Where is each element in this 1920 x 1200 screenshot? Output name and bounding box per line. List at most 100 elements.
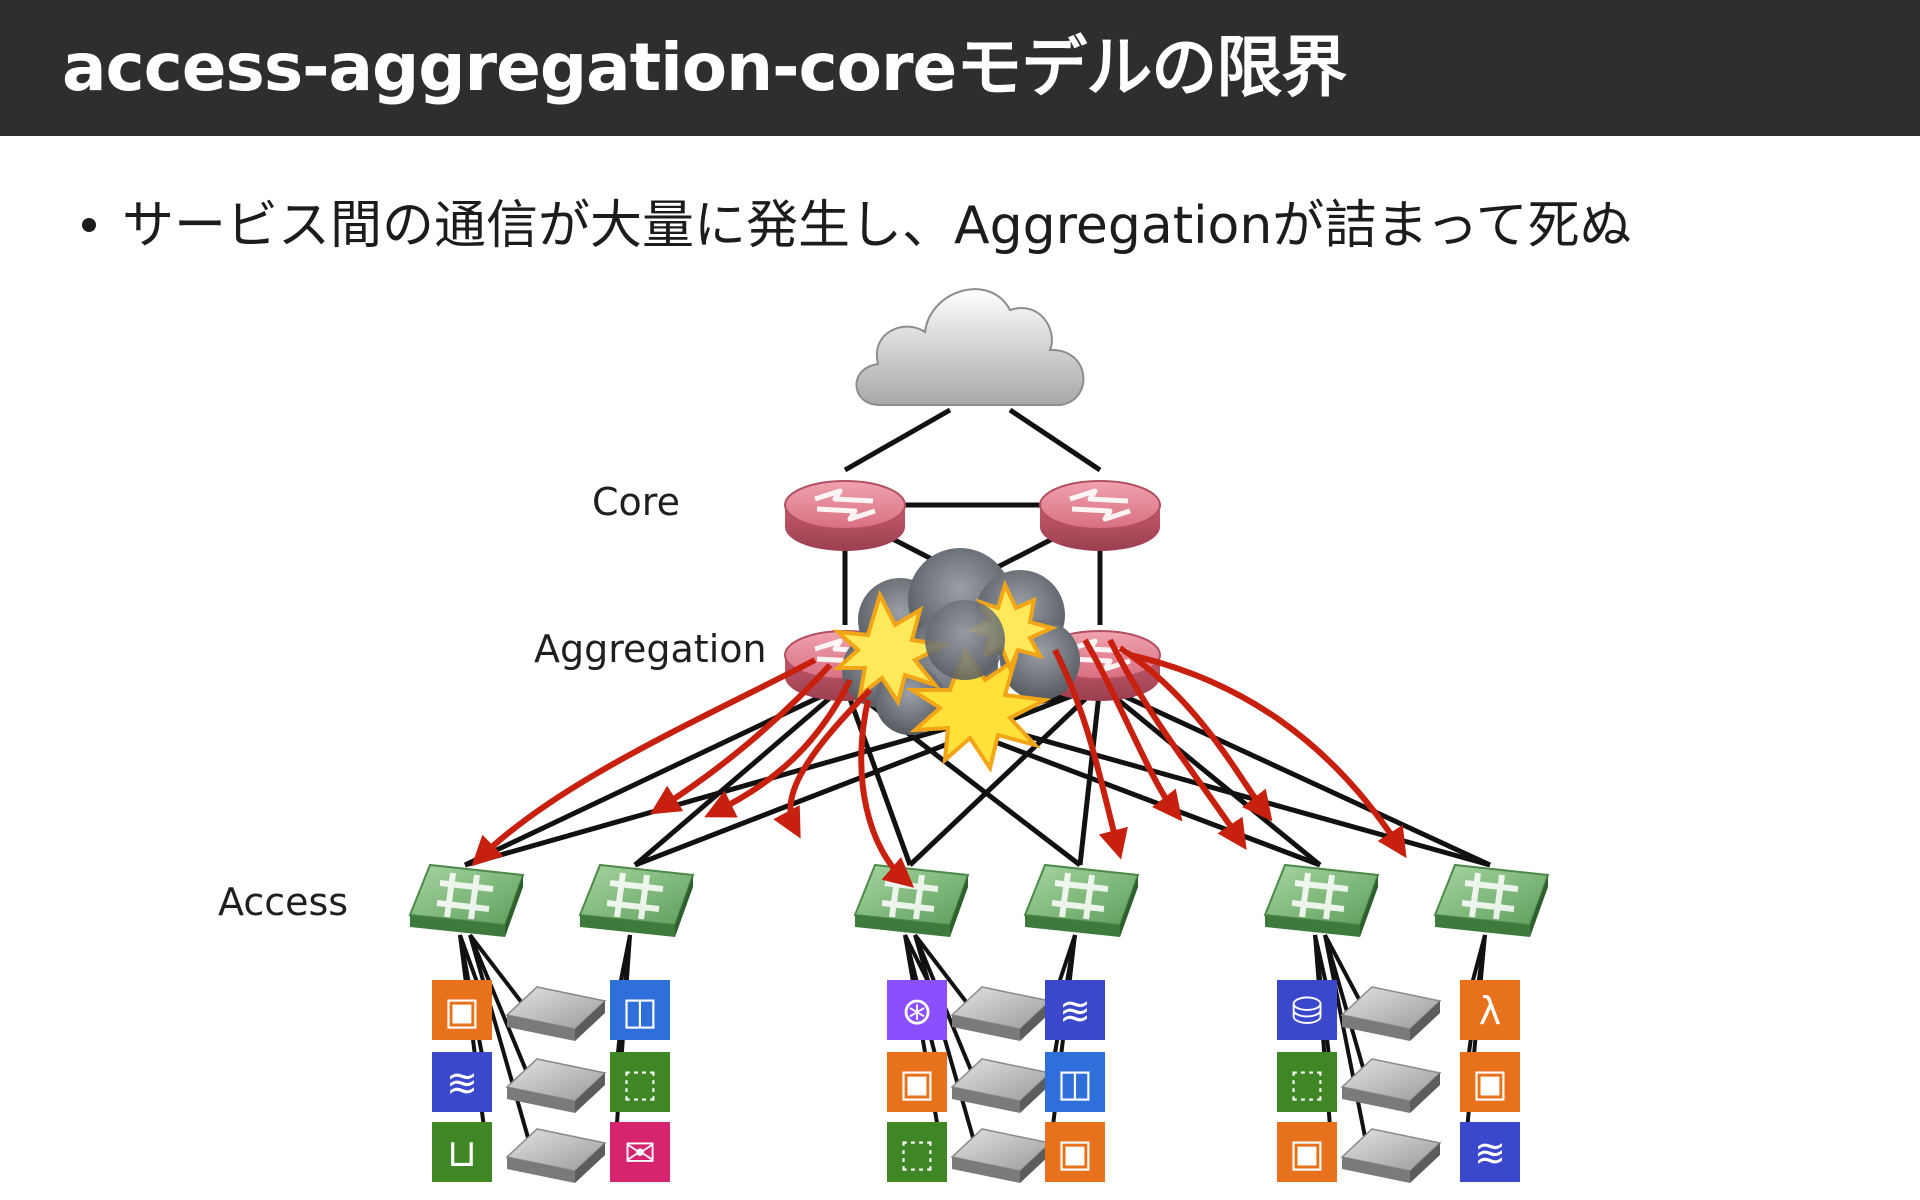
- svg-text:▣: ▣: [1472, 1061, 1508, 1105]
- traffic-arrow: [1118, 645, 1273, 822]
- rds-icon: ≋: [432, 1052, 492, 1112]
- server-icon: [1340, 1058, 1442, 1113]
- traffic-arrow: [858, 699, 915, 888]
- svg-text:⊛: ⊛: [901, 989, 933, 1033]
- ec2-icon: ▣: [1277, 1122, 1337, 1182]
- switch-host-link: [1323, 934, 1372, 1163]
- aggregation-access-link: [1098, 683, 1322, 867]
- traffic-arrow: [649, 662, 833, 815]
- access-switch-icon: [1433, 863, 1550, 937]
- aggregation-access-link: [1077, 684, 1103, 866]
- server-icon: [1340, 986, 1442, 1041]
- svg-text:▣: ▣: [1289, 1131, 1325, 1175]
- rds-icon: ≋: [1045, 980, 1105, 1040]
- efs-icon: ⬚: [1277, 1052, 1337, 1112]
- svg-text:⬚: ⬚: [622, 1061, 658, 1105]
- server-icon: [1340, 1128, 1442, 1183]
- svg-text:⛁: ⛁: [1291, 989, 1323, 1033]
- traffic-arrow: [1052, 648, 1128, 860]
- bullet-text: サービス間の通信が大量に発生し、Aggregationが詰まって死ぬ: [122, 196, 1632, 256]
- switch-host-link: [468, 934, 537, 1163]
- aggregation-access-link: [842, 684, 913, 866]
- server-icon: [505, 1128, 607, 1183]
- core-router-icon: [1039, 480, 1161, 551]
- ec2-icon: ▣: [887, 1052, 947, 1112]
- efs-icon: ⬚: [887, 1122, 947, 1182]
- internet-cloud-icon: [855, 288, 1085, 406]
- lambda-icon: λ: [1460, 980, 1520, 1040]
- cloud-core-link: [843, 407, 952, 473]
- slide-title: access-aggregation-coreモデルの限界: [62, 29, 1347, 106]
- svg-text:λ: λ: [1479, 989, 1502, 1033]
- switch-host-link: [903, 934, 944, 1153]
- aggregation-access-link: [908, 683, 1102, 867]
- core-router-icon: [784, 480, 906, 551]
- ec2-icon: ▣: [1460, 1052, 1520, 1112]
- host-groups: ▣ ≋ ⊔ ◫ ⬚ ✉ ⊛ ▣ ⬚ ≋ ◫ ▣ ⛁ ⬚ ▣ λ ▣ ≋: [432, 933, 1520, 1183]
- traffic-arrow: [471, 657, 817, 867]
- access-switch-icon: [408, 863, 525, 937]
- label-access: Access: [218, 880, 349, 924]
- svg-text:≋: ≋: [446, 1061, 478, 1105]
- cloud-core-link: [1008, 407, 1102, 473]
- sns-icon: ✉: [610, 1122, 670, 1182]
- ec2-icon: ▣: [1045, 1122, 1105, 1182]
- title-bar: access-aggregation-coreモデルの限界: [0, 0, 1920, 136]
- svg-text:⬚: ⬚: [1289, 1061, 1325, 1105]
- dynamodb-icon: ⛁: [1277, 980, 1337, 1040]
- svg-text:▣: ▣: [444, 989, 480, 1033]
- bullet-item: サービス間の通信が大量に発生し、Aggregationが詰まって死ぬ: [82, 190, 1632, 262]
- switch-host-link: [913, 934, 982, 1163]
- svg-text:◫: ◫: [622, 989, 658, 1033]
- efs-icon: ⬚: [610, 1052, 670, 1112]
- switch-host-link: [1463, 934, 1487, 1153]
- svg-text:⬚: ⬚: [899, 1131, 935, 1175]
- traffic-arrow: [704, 678, 853, 818]
- vpc-lattice-icon: ⊛: [887, 980, 947, 1040]
- ec2-icon: ▣: [432, 980, 492, 1040]
- label-aggregation: Aggregation: [534, 627, 767, 671]
- access-switch-icon: [1263, 863, 1380, 937]
- aggregation-access-link: [633, 683, 847, 867]
- rds-icon: ≋: [1460, 1122, 1520, 1182]
- label-core: Core: [592, 480, 680, 524]
- traffic-arrow: [773, 687, 873, 839]
- server-icon: [950, 986, 1052, 1041]
- switch-host-link: [613, 934, 632, 1153]
- host-group: ⊛ ▣ ⬚ ≋ ◫ ▣: [887, 933, 1105, 1183]
- network-nodes: [408, 480, 1550, 937]
- bullet-dot: [82, 218, 96, 232]
- aggregation-access-link: [1098, 682, 1492, 868]
- host-group: ⛁ ⬚ ▣ λ ▣ ≋: [1277, 934, 1520, 1183]
- traffic-arrow: [1129, 652, 1407, 859]
- access-switch-icon: [578, 863, 695, 937]
- switch-host-link: [1048, 934, 1077, 1153]
- ebs-icon: ◫: [1045, 1052, 1105, 1112]
- server-icon: [505, 986, 607, 1041]
- traffic-arrows: [471, 638, 1407, 888]
- server-icon: [950, 1128, 1052, 1183]
- host-group: ▣ ≋ ⊔ ◫ ⬚ ✉: [432, 933, 670, 1183]
- switch-host-link: [913, 934, 982, 1093]
- svg-text:≋: ≋: [1059, 989, 1091, 1033]
- congestion-explosion-icon: [832, 548, 1080, 773]
- s3-bucket-icon: ⊔: [432, 1122, 492, 1182]
- server-icon: [505, 1058, 607, 1113]
- access-switch-icon: [853, 863, 970, 937]
- svg-text:⊔: ⊔: [447, 1131, 477, 1175]
- ebs-icon: ◫: [610, 980, 670, 1040]
- access-switch-icon: [1023, 863, 1140, 937]
- svg-text:▣: ▣: [899, 1061, 935, 1105]
- aggregation-access-link: [634, 682, 1101, 868]
- svg-text:▣: ▣: [1057, 1131, 1093, 1175]
- svg-text:≋: ≋: [1474, 1131, 1506, 1175]
- svg-text:✉: ✉: [624, 1131, 656, 1175]
- switch-host-link: [468, 934, 537, 1093]
- switch-host-link: [458, 934, 489, 1153]
- svg-text:◫: ◫: [1057, 1061, 1093, 1105]
- switch-host-link: [1313, 934, 1334, 1153]
- server-icon: [950, 1058, 1052, 1113]
- traffic-arrow: [1107, 638, 1247, 850]
- traffic-arrow: [1082, 638, 1183, 822]
